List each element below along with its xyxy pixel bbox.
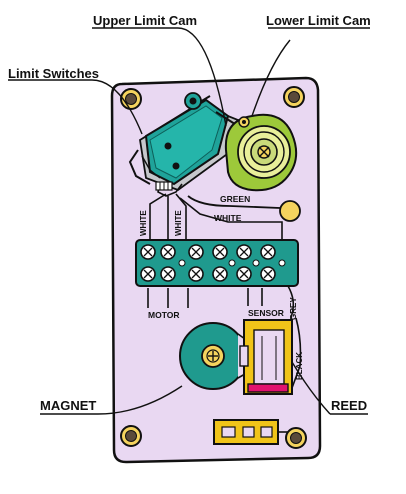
terminal-screw [236, 266, 252, 282]
callout-upper-limit-cam: Upper Limit Cam [93, 13, 198, 28]
corner-screw-bottom-right [285, 427, 307, 449]
corner-screw-top-right [283, 86, 305, 108]
wires [147, 193, 302, 389]
limit-switches [128, 92, 240, 197]
terminal-screw [188, 266, 204, 282]
terminal-screw [260, 266, 276, 282]
terminal-block [135, 239, 299, 287]
wire-label-white-left-1: WHITE [139, 210, 148, 236]
terminal-screw [140, 244, 156, 260]
terminal-divider [228, 259, 236, 267]
reed-switch [239, 319, 293, 395]
terminal-screw [260, 244, 276, 260]
terminal-screw [140, 266, 156, 282]
wire-label-green: GREEN [220, 194, 250, 204]
terminal-screw [160, 266, 176, 282]
callout-reed: REED [331, 398, 368, 413]
terminal-screw [236, 244, 252, 260]
terminal-screw [212, 244, 228, 260]
terminal-divider [278, 259, 286, 267]
green-wire-connector [187, 195, 301, 222]
corner-screw-bottom-left [120, 425, 142, 447]
leader-lines [8, 27, 370, 415]
corner-screw-top-left [120, 88, 142, 110]
callout-limit-switches: Limit Switches [8, 66, 100, 81]
limit-cam [224, 113, 298, 192]
wire-label-white-left-2: WHITE [174, 210, 183, 236]
terminal-divider [178, 259, 186, 267]
wire-label-sensor: SENSOR [248, 308, 284, 318]
wire-label-black: BLACK [295, 352, 304, 380]
terminal-screw [160, 244, 176, 260]
wire-label-motor: MOTOR [148, 310, 179, 320]
bottom-connector [213, 419, 288, 445]
terminal-screw [188, 244, 204, 260]
wire-label-white-top: WHITE [214, 213, 242, 223]
wire-label-grey: GREY [289, 297, 298, 320]
terminal-divider [252, 259, 260, 267]
callout-lower-limit-cam: Lower Limit Cam [266, 13, 371, 28]
callout-magnet: MAGNET [40, 398, 97, 413]
terminal-screw [212, 266, 228, 282]
